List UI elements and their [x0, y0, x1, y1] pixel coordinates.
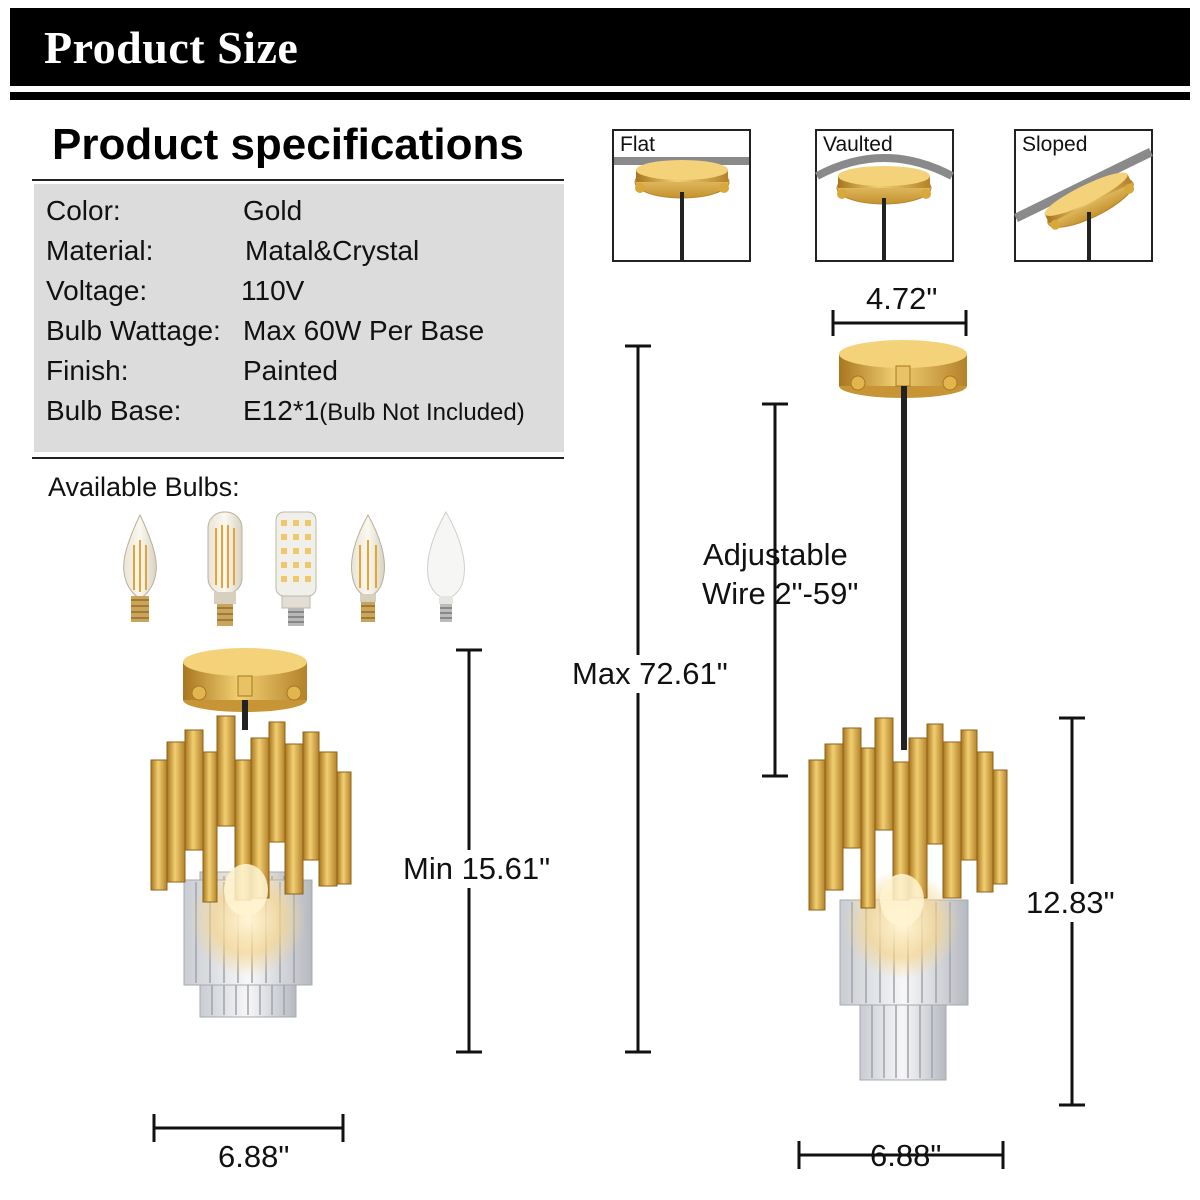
spec-label-finish: Finish:: [46, 355, 129, 386]
bulb-frosted-candle-icon: [427, 510, 465, 622]
adjustable-wire-label-line1: Adjustable: [703, 537, 848, 572]
pendant-left: [150, 648, 352, 1018]
dimension-width-left: [152, 1114, 345, 1142]
mount-label-sloped: Sloped: [1022, 133, 1088, 156]
mount-panel-vaulted: [815, 129, 954, 262]
spec-value-finish: Painted: [243, 355, 338, 386]
specs-table: Color: Gold Material: Matal&Crystal Volt…: [34, 184, 564, 452]
specs-divider-top: [32, 179, 564, 181]
max-height-label: Max 72.61": [570, 655, 730, 693]
bulb-candle-filament-icon: [351, 513, 385, 622]
width-left-label: 6.88": [218, 1139, 290, 1174]
mount-label-vaulted: Vaulted: [823, 133, 893, 156]
bulbs-label: Available Bulbs:: [48, 472, 240, 502]
header-underline: [10, 92, 1190, 100]
spec-label-color: Color:: [46, 195, 121, 226]
shade-height-label: 12.83": [1024, 884, 1117, 922]
dimension-canopy-width: [831, 310, 968, 336]
spec-value-wattage: Max 60W Per Base: [243, 315, 485, 346]
width-right-label: 6.88": [870, 1138, 942, 1173]
spec-value-material: Matal&Crystal: [245, 235, 420, 266]
spec-value-bulb-base: E12*1(Bulb Not Included): [243, 394, 525, 430]
spec-label-voltage: Voltage:: [46, 275, 148, 306]
bulb-tubular-icon: [207, 511, 243, 626]
spec-label-wattage: Bulb Wattage:: [46, 315, 221, 346]
header-banner: [10, 8, 1190, 86]
mount-label-flat: Flat: [620, 133, 656, 156]
spec-label-material: Material:: [46, 235, 154, 266]
page-title: Product Size: [44, 22, 299, 73]
min-height-label: Min 15.61": [401, 850, 553, 888]
mount-panel-sloped: [1014, 129, 1153, 262]
specs-title: Product specifications: [52, 120, 524, 169]
dimension-adjustable-wire: [762, 402, 788, 778]
specs-divider-bottom: [32, 457, 564, 459]
spec-label-bulb-base: Bulb Base:: [46, 395, 182, 426]
dimension-width-right: [797, 1141, 1005, 1169]
bulb-corn-led-icon: [275, 511, 317, 626]
mount-panel-flat: [612, 129, 751, 262]
spec-value-color: Gold: [243, 195, 303, 226]
spec-note-bulb-base: (Bulb Not Included): [319, 399, 525, 426]
spec-value-voltage: 110V: [241, 275, 305, 306]
adjustable-wire-label-line2: Wire 2"-59": [702, 576, 859, 611]
dimension-max-height: [625, 344, 651, 1054]
bulb-candle-tip-icon: [123, 513, 157, 622]
spec-value-bulb-base-text: E12*1: [243, 395, 320, 426]
canopy-width-label: 4.72": [866, 281, 938, 316]
pendant-right: [808, 340, 1008, 1081]
